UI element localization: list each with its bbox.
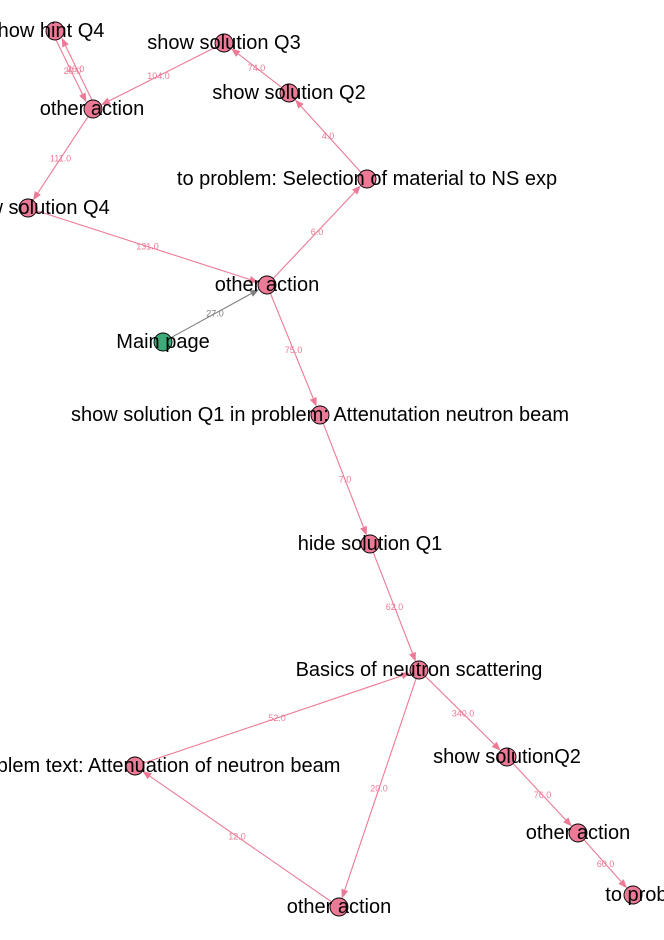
edge-label-layer: 26.020.0104.074.04.0111.0131.06.027.075.… [50,63,614,869]
node-label: hide solution Q1 [298,533,443,555]
edge-weight-label: 7.0 [339,475,352,485]
edge-weight-label: 74.0 [248,63,266,73]
node-marker [257,275,277,295]
node-marker [329,897,349,917]
node-label: show solution Q4 [0,197,110,219]
edge-weight-label: 52.0 [268,713,286,723]
node-marker [357,169,377,189]
edge-arrowhead [79,92,87,103]
edge-line [108,46,217,102]
edge-arrowhead [400,672,411,680]
edge-line [512,763,567,821]
node-label: other action [40,98,145,120]
edge-weight-label: 111.0 [50,154,71,164]
edge-arrowhead [360,525,367,536]
node-label: to problem: the l [605,884,664,906]
edge-weight-label: 131.0 [136,242,159,252]
edge-arrowhead [101,97,111,105]
edge-line [65,45,93,100]
node-marker [497,747,517,767]
edge-weight-label: 26.0 [67,64,85,74]
edge-weight-label: 340.0 [452,709,475,719]
edge-arrowhead [295,99,304,109]
edge-weight-label: 12.0 [228,832,246,842]
edge-arrowhead [491,741,501,751]
edge-arrowhead [309,396,317,407]
node-label: to problem: Selection of material to NS … [177,168,557,190]
node-label: other action [526,822,631,844]
edge-arrowhead [409,651,416,662]
edge-weight-label: 20.0 [370,784,388,794]
node-label: Basics of neutron scattering [296,659,543,681]
node-layer [18,21,643,917]
node-label: other action [287,896,392,918]
edge-weight-label: 60.0 [597,859,615,869]
node-label-layer: show hint Q4 show solution Q3 other action… [0,20,664,918]
edge-weight-label: 27.0 [206,309,224,319]
node-label: to problem text: Attenuation of neutron … [0,755,340,777]
edge-weight-label: 62.0 [386,602,404,612]
node-label: show solution Q2 [212,82,365,104]
edge-line [55,40,83,95]
node-marker [83,99,103,119]
node-marker [45,21,65,41]
node-label: Main page [116,331,209,353]
edge-line [425,675,495,745]
edge-line [300,105,362,173]
edge-arrowhead [618,879,628,889]
edge-line [322,423,365,528]
node-marker [310,405,330,425]
edge-line [344,678,417,891]
edge-line [272,191,356,279]
edge-line [149,775,332,903]
edge-line [36,210,251,281]
node-marker [214,33,234,53]
edge-weight-label: 75.0 [285,345,303,355]
edge-line [583,839,622,882]
edge-line [37,116,89,194]
edge-weight-label: 76.0 [534,790,552,800]
node-marker [623,885,643,905]
edge-weight-label: 104.0 [147,71,170,81]
node-label: other action [215,274,320,296]
node-label: show solution Q1 in problem: Attenutatio… [71,404,569,426]
edge-arrowhead [563,817,572,827]
edge-line [143,675,403,764]
node-marker [360,534,380,554]
node-marker [409,660,429,680]
edge-arrowhead [231,48,241,57]
node-label: show solutionQ2 [433,746,581,768]
edge-line [170,293,252,339]
node-marker [279,83,299,103]
edge-arrowhead [142,771,152,780]
edge-arrowhead [61,37,69,48]
edge-weight-label: 20.0 [64,66,82,76]
node-marker [125,756,145,776]
edge-arrowhead [249,289,260,297]
edge-arrowhead [352,185,361,195]
edge-weight-label: 6.0 [311,227,324,237]
node-label: show solution Q3 [147,32,300,54]
edge-weight-label: 4.0 [322,131,335,141]
edge-layer [32,37,628,903]
node-label: show hint Q4 [0,20,104,42]
start-node-marker [153,332,173,352]
edge-arrowhead [32,190,41,201]
edge-arrowhead [341,888,349,899]
edge-line [237,53,283,88]
edge-line [269,293,314,399]
node-marker [568,823,588,843]
edge-line [372,552,413,654]
node-marker [18,198,38,218]
edge-arrowhead [248,276,259,283]
